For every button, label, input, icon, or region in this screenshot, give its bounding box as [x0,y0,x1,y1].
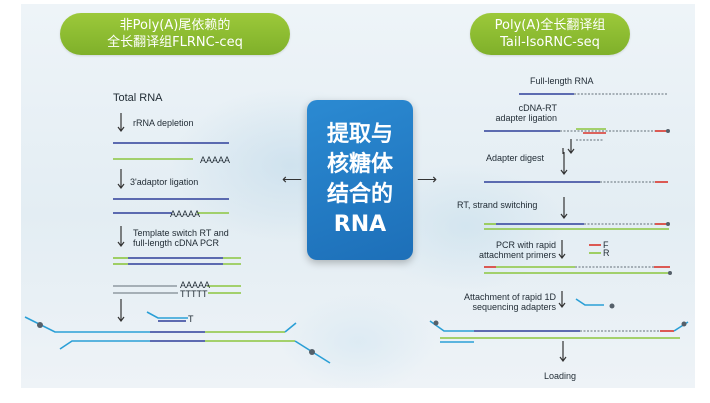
label-aaaaa-2: AAAAA [170,209,201,219]
left-step-arrows [117,113,125,322]
right-arrow-4 [558,240,566,259]
right-bead-3 [668,271,672,275]
center-line3: 结合的 [326,182,393,207]
library-bot-1 [59,340,150,350]
center-rna-extraction-box: 提取与 核糖体 结合的 RNA [307,100,413,260]
left-title-line1: 非Poly(A)尾依赖的 [119,18,231,33]
label-rrna-depletion: rRNA depletion [133,118,194,128]
left-arrowhead-4 [117,316,125,322]
label-aaaaa-3: AAAAA [180,280,211,290]
library-top-4 [284,322,297,333]
center-line4: RNA [333,212,387,237]
left-motor-protein-1 [37,322,43,328]
right-arrow-icon: ⟶ [417,171,438,187]
label-template-switch-1: Template switch RT and [133,228,229,238]
label-t: T [188,314,194,324]
right-arrow-3 [560,197,568,219]
right-bead-2 [666,222,670,226]
rapid-adapter [575,298,604,306]
left-arrowhead-2 [117,183,125,189]
primer-strand [146,311,188,319]
right-title-line2: Tail-IsoRNC-seq [500,35,600,50]
label-r: R [603,248,610,258]
right-arrow-6 [559,341,567,362]
right-bead-1 [666,129,670,133]
right-method-title: Poly(A)全长翻译组 Tail-IsoRNC-seq [470,13,630,55]
left-arrow-icon: ⟵ [282,171,303,187]
label-pcr-rapid: PCR with rapid [495,240,556,250]
left-motor-protein-2 [309,349,315,355]
left-strands [24,142,331,364]
center-line2: 核糖体 [326,152,393,177]
label-cdna-rt: cDNA-RT [518,103,557,113]
center-line1: 提取与 [326,122,393,147]
label-attachment-rapid-1d: Attachment of rapid 1D [463,292,556,302]
left-method-title: 非Poly(A)尾依赖的 全长翻译组FLRNC-ceq [60,13,290,55]
library-top-1 [24,316,150,333]
right-title-line1: Poly(A)全长翻译组 [494,18,606,33]
label-total-rna: Total RNA [113,92,163,104]
right-step-arrows [558,139,575,362]
label-sequencing-adapters: sequencing adapters [472,302,556,312]
label-ttttt: TTTTT [180,289,208,299]
left-arrowhead-3 [117,241,125,247]
label-attachment-primers: attachment primers [478,250,556,260]
right-motor-protein-3 [681,321,687,327]
right-arrow-2 [560,152,568,175]
right-motor-protein-1 [609,303,615,309]
label-full-length-rna: Full-length RNA [530,76,594,86]
left-arrowhead-1 [117,126,125,132]
right-arrow-5 [558,291,566,308]
left-title-line2: 全长翻译组FLRNC-ceq [107,35,243,50]
label-aaaaa-1: AAAAA [200,155,231,165]
label-template-switch-2: full-length cDNA PCR [133,238,220,248]
label-adapter-ligation: adapter ligation [495,113,557,123]
label-f: F [603,240,609,250]
label-rt-strand-switching: RT, strand switching [457,200,538,210]
label-adaptor-ligation: 3'adaptor ligation [130,177,199,187]
right-motor-protein-2 [433,320,439,326]
right-arrow-1 [567,139,575,154]
right-strands [429,93,689,343]
label-loading: Loading [544,371,577,381]
label-adapter-digest: Adapter digest [486,153,545,163]
